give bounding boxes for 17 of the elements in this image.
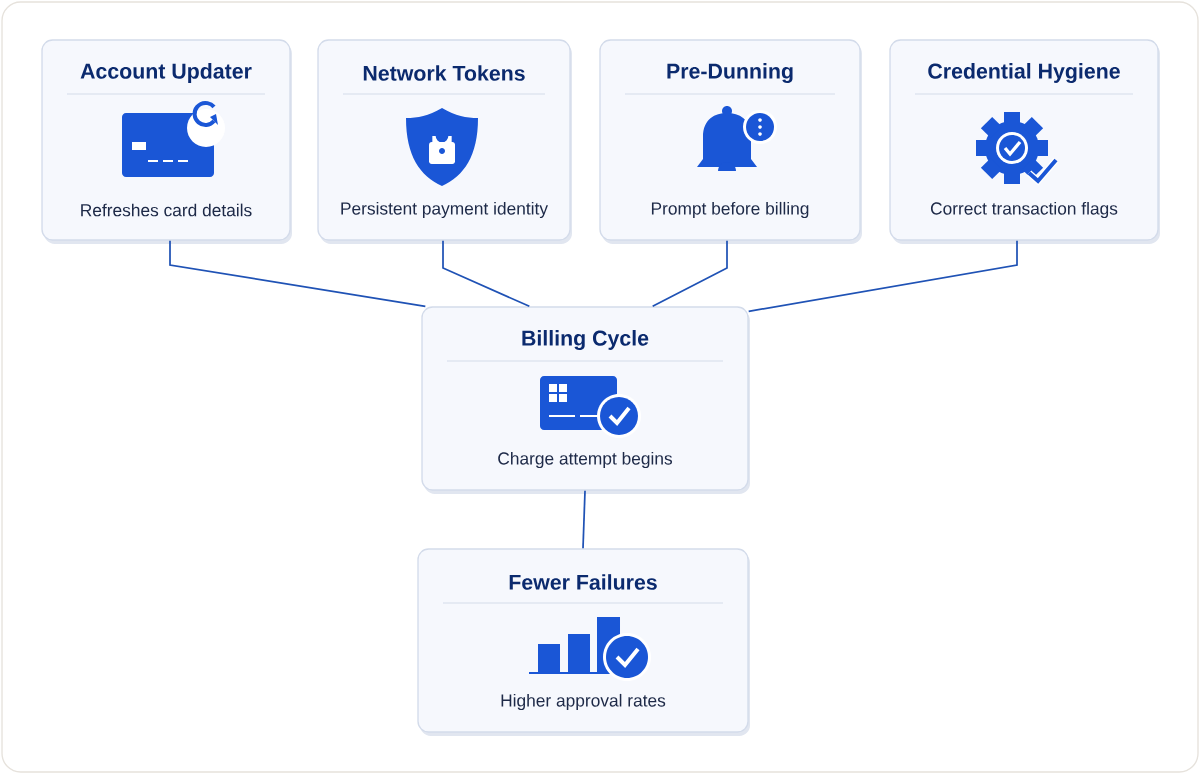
card-caption: Correct transaction flags xyxy=(930,201,1118,219)
card-title: Credential Hygiene xyxy=(928,63,1120,83)
card-caption: Prompt before billing xyxy=(651,201,809,219)
card-caption: Charge attempt begins xyxy=(498,451,673,469)
card-title: Billing Cycle xyxy=(522,330,649,350)
card-caption: Refreshes card details xyxy=(81,203,252,217)
card-title: Network Tokens xyxy=(363,65,525,81)
connector-line xyxy=(442,239,531,308)
connector-line xyxy=(169,239,427,308)
connector-line xyxy=(747,239,1018,313)
connector-line xyxy=(651,239,728,308)
card-title: Pre-Dunning xyxy=(667,63,793,83)
card-caption: Persistent payment identity xyxy=(341,201,548,219)
card-title: Fewer Failures xyxy=(509,574,657,590)
connector-line xyxy=(582,489,586,550)
card-title: Account Updater xyxy=(80,63,252,83)
card-caption: Higher approval rates xyxy=(501,693,666,711)
